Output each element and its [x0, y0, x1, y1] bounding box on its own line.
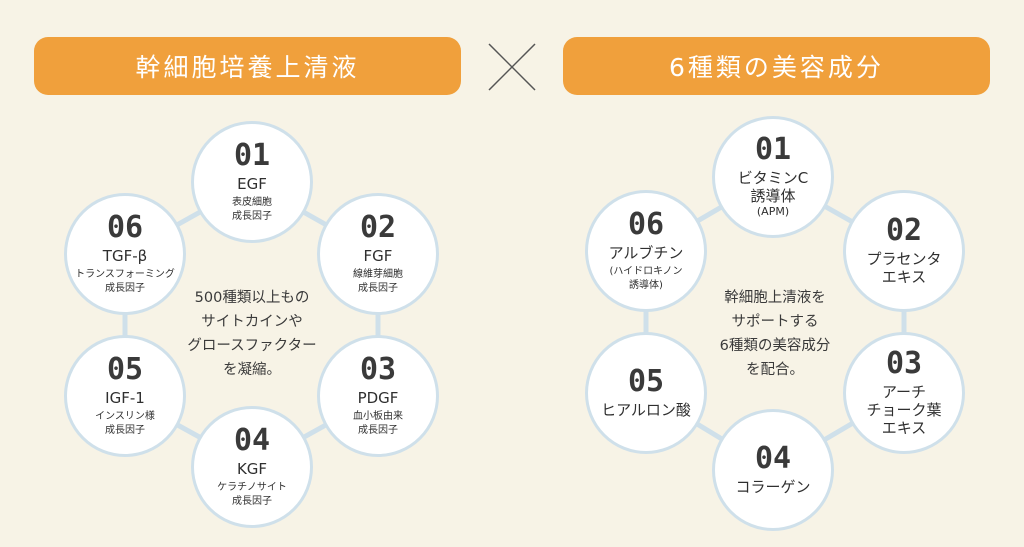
left-item-04: 04 KGF ケラチノサイト成長因子	[191, 406, 313, 528]
left-item-03: 03 PDGF 血小板由来成長因子	[317, 335, 439, 457]
left-banner-title: 幹細胞培養上清液	[135, 53, 360, 82]
right-item-02: 02 プラセンタエキス	[843, 190, 965, 312]
item-sub: 線維芽細胞成長因子	[353, 269, 403, 294]
item-sub: トランスフォーミング成長因子	[75, 269, 175, 294]
item-name: プラセンタエキス	[866, 250, 942, 286]
left-item-05: 05 IGF-1 インスリン様成長因子	[64, 335, 186, 457]
right-item-05: 05 ヒアルロン酸	[585, 332, 707, 454]
item-sub: ケラチノサイト成長因子	[217, 482, 287, 507]
item-number: 03	[885, 346, 923, 381]
item-name: IGF-1	[105, 389, 145, 407]
item-number: 01	[754, 131, 792, 167]
item-number: 03	[359, 352, 397, 387]
item-name: アーチチョーク葉エキス	[866, 383, 942, 437]
item-number: 01	[233, 138, 271, 173]
left-item-06: 06 TGF-β トランスフォーミング成長因子	[64, 193, 186, 315]
item-name: TGF-β	[102, 247, 148, 265]
item-sub: 表皮細胞成長因子	[232, 197, 272, 222]
item-number: 02	[885, 213, 923, 248]
right-center-text: 幹細胞上清液を サポートする 6種類の美容成分 を配合。	[719, 290, 831, 378]
item-name: KGF	[236, 460, 268, 478]
item-name: ヒアルロン酸	[601, 401, 691, 419]
item-name: FGF	[363, 247, 393, 265]
right-banner-title: 6種類の美容成分	[669, 53, 884, 82]
item-name: EGF	[237, 175, 267, 193]
item-sub: インスリン様成長因子	[95, 411, 155, 436]
left-center-text: 500種類以上もの サイトカインや グロースファクター を凝縮。	[187, 290, 317, 378]
left-banner: 幹細胞培養上清液	[34, 37, 461, 95]
item-name: コラーゲン	[735, 478, 811, 496]
cross-icon	[488, 43, 536, 91]
item-number: 05	[627, 364, 665, 399]
left-item-02: 02 FGF 線維芽細胞成長因子	[317, 193, 439, 315]
item-number: 02	[359, 210, 397, 245]
item-number: 05	[106, 352, 144, 387]
item-sub: (APM)	[756, 204, 790, 218]
item-name: アルブチン	[608, 244, 684, 262]
item-sub: (ハイドロキノン誘導体)	[609, 266, 683, 291]
item-number: 04	[754, 441, 792, 476]
right-banner: 6種類の美容成分	[563, 37, 990, 95]
item-name: PDGF	[357, 389, 399, 407]
item-sub: 血小板由来成長因子	[353, 411, 403, 436]
right-item-04: 04 コラーゲン	[712, 409, 834, 531]
right-item-03: 03 アーチチョーク葉エキス	[843, 332, 965, 454]
item-number: 06	[106, 210, 144, 245]
right-item-06: 06 アルブチン (ハイドロキノン誘導体)	[585, 190, 707, 312]
item-number: 04	[233, 423, 271, 458]
left-item-01: 01 EGF 表皮細胞成長因子	[191, 121, 313, 243]
item-number: 06	[627, 207, 665, 242]
